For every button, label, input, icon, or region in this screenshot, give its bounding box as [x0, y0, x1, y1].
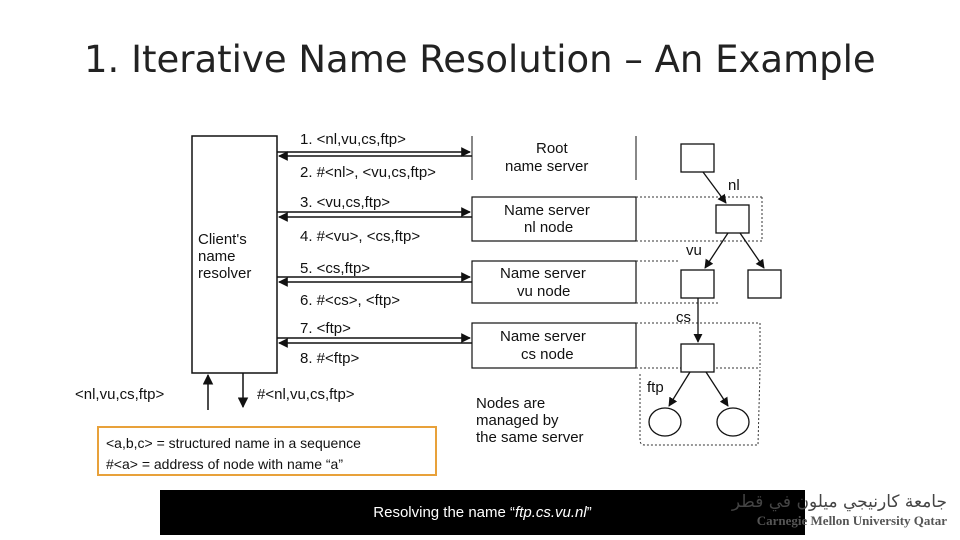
ftp-zone-outline — [639, 369, 761, 446]
tree-cs-node — [680, 343, 715, 373]
cs-server-line1: Name server — [500, 328, 586, 345]
caption-name: ftp.cs.vu.nl — [515, 504, 587, 521]
input-label: <nl,vu,cs,ftp> — [75, 386, 164, 403]
msg-4-label: 4. #<vu>, <cs,ftp> — [300, 228, 420, 245]
msg-7-label: 7. <ftp> — [300, 320, 351, 337]
logo-english-text: Carnegie Mellon University Qatar — [756, 513, 947, 528]
root-server-line2: name server — [505, 158, 588, 175]
tree-root-node — [680, 143, 715, 173]
root-server-line1: Root — [536, 140, 569, 157]
client-label-line1: Client's — [198, 231, 247, 248]
tree-label-ftp: ftp — [647, 379, 664, 396]
msg-5-label: 5. <cs,ftp> — [300, 260, 370, 277]
slide-title: 1. Iterative Name Resolution – An Exampl… — [84, 38, 876, 81]
cs-server-box — [471, 322, 637, 369]
tree-label-cs: cs — [676, 309, 691, 326]
caption-suffix: ” — [586, 504, 592, 521]
edge-cs-ftp-left — [668, 371, 691, 407]
notation-legend: <a,b,c> = structured name in a sequence … — [97, 426, 437, 476]
edge-nl-vu — [704, 232, 729, 269]
msg-3-label: 3. <vu,cs,ftp> — [300, 194, 390, 211]
tree-nl-node — [715, 204, 750, 234]
tree-note-line2: managed by — [476, 412, 559, 429]
msg-2-label: 2. #<nl>, <vu,cs,ftp> — [300, 164, 436, 181]
tree-note-line1: Nodes are — [476, 395, 545, 412]
logo-arabic-text: جامعة كارنيجي ميلون في قطر — [731, 492, 947, 512]
output-label: #<nl,vu,cs,ftp> — [257, 386, 355, 403]
client-label-line2: name — [198, 248, 236, 265]
msg-6-label: 6. #<cs>, <ftp> — [300, 292, 400, 309]
tree-note-line3: the same server — [476, 429, 584, 446]
tree-ftp-leaf-left — [648, 407, 682, 437]
client-label-line3: resolver — [198, 265, 251, 282]
legend-line-2: #<a> = address of node with name “a” — [106, 456, 343, 472]
msg-8-label: 8. #<ftp> — [300, 350, 359, 367]
tree-label-nl: nl — [728, 177, 740, 194]
nl-server-line1: Name server — [504, 202, 590, 219]
nl-server-box — [471, 196, 637, 242]
nl-server-line2: nl node — [524, 219, 573, 236]
legend-line-1: <a,b,c> = structured name in a sequence — [106, 435, 361, 451]
vu-server-box — [471, 260, 637, 304]
vu-server-line1: Name server — [500, 265, 586, 282]
edge-nl-sibling — [739, 232, 765, 269]
tree-vu-node — [680, 269, 715, 299]
tree-ftp-leaf-right — [716, 407, 750, 437]
vu-server-line2: vu node — [517, 283, 570, 300]
msg-1-label: 1. <nl,vu,cs,ftp> — [300, 131, 406, 148]
tree-label-vu: vu — [686, 242, 702, 259]
caption-bar: Resolving the name “ftp.cs.vu.nl” — [160, 490, 805, 535]
edge-cs-ftp-right — [705, 371, 729, 407]
tree-vu-sibling-node — [747, 269, 782, 299]
caption-prefix: Resolving the name “ — [373, 504, 516, 521]
client-resolver-box — [191, 135, 278, 374]
university-logo: جامعة كارنيجي ميلون في قطر Carnegie Mell… — [732, 490, 955, 535]
cs-server-line2: cs node — [521, 346, 574, 363]
edge-root-nl — [702, 171, 727, 204]
